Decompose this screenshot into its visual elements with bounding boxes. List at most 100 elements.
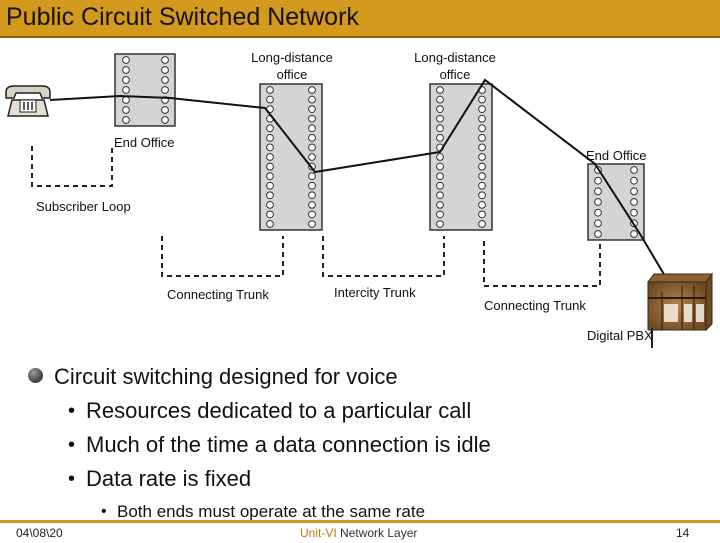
panel-port-icon — [308, 114, 316, 123]
panel-port-icon — [478, 153, 486, 161]
panel-port-icon — [308, 105, 316, 114]
panel-port-icon — [630, 230, 638, 238]
panel-port-icon — [478, 200, 486, 209]
panel-port-icon — [630, 208, 638, 217]
label-intercity-trunk: Intercity Trunk — [334, 285, 416, 300]
bullet-sub-1: • Resources dedicated to a particular ca… — [28, 394, 688, 428]
footer-date: 04\08\20 — [16, 526, 63, 540]
panel-port-icon — [478, 133, 486, 142]
network-diagram: Long-distance office Long-distance offic… — [5, 50, 713, 348]
bullet-mark: • — [68, 468, 76, 490]
page-number: 14 — [676, 526, 690, 540]
panel-port-icon — [266, 172, 274, 181]
bullet-mark: • — [68, 434, 76, 456]
bullet-dot-icon — [28, 368, 43, 383]
slide-title: Public Circuit Switched Network — [6, 3, 359, 31]
panel-port-icon — [266, 210, 274, 219]
label-long-distance-2-office: office — [440, 67, 471, 82]
panel-port-icon — [308, 172, 316, 181]
bullet-subsub-1: • Both ends must operate at the same rat… — [28, 498, 688, 526]
panel-port-icon — [478, 181, 486, 190]
call-path-line — [49, 78, 666, 277]
bullet-list: Circuit switching designed for voice • R… — [28, 360, 688, 526]
footer: 04\08\20 Unit-VI Network Layer 14 — [0, 520, 720, 543]
panel-port-icon — [436, 181, 444, 190]
panel-port-icon — [594, 176, 602, 185]
bullet-subsub-1-text: Both ends must operate at the same rate — [117, 502, 426, 521]
panel-port-icon — [266, 200, 274, 209]
panel-port-icon — [436, 191, 444, 200]
panel-port-icon — [478, 114, 486, 123]
panel-port-icon — [122, 96, 130, 104]
panel-port-icon — [161, 116, 169, 124]
panel-port-icon — [630, 198, 638, 206]
panel-port-icon — [594, 230, 602, 238]
bullet-main-text: Circuit switching designed for voice — [54, 364, 398, 389]
panel-port-icon — [122, 86, 130, 94]
panel-port-icon — [266, 153, 274, 161]
label-connecting-trunk-left: Connecting Trunk — [167, 287, 269, 302]
bullet-mark: • — [101, 503, 107, 520]
panel-port-icon — [630, 176, 638, 185]
panel-port-icon — [308, 220, 316, 228]
panel-port-icon — [436, 114, 444, 123]
panel-port-icon — [478, 143, 486, 152]
panel-port-icon — [436, 86, 444, 94]
panel-port-icon — [478, 162, 486, 171]
panel-port-icon — [436, 124, 444, 133]
panel-port-icon — [161, 86, 169, 94]
panel-port-icon — [594, 208, 602, 217]
panel-port-icon — [161, 66, 169, 74]
panel-port-icon — [478, 124, 486, 133]
panel-port-icon — [308, 181, 316, 190]
panel-port-icon — [122, 66, 130, 74]
panel-port-icon — [122, 116, 130, 124]
panel-port-icon — [308, 143, 316, 152]
panel-port-icon — [436, 210, 444, 219]
bullet-sub-2: • Much of the time a data connection is … — [28, 428, 688, 462]
panel-port-icon — [436, 105, 444, 114]
panel-port-icon — [478, 105, 486, 114]
footer-center: Unit-VI Network Layer — [300, 526, 417, 540]
panel-port-icon — [594, 187, 602, 196]
label-subscriber-loop: Subscriber Loop — [36, 199, 131, 214]
panel-port-icon — [266, 86, 274, 94]
panel-port-icon — [122, 106, 130, 114]
panel-port-icon — [308, 133, 316, 142]
panel-port-icon — [478, 220, 486, 228]
pbx-cabinet-icon — [647, 272, 713, 332]
panel-port-icon — [630, 166, 638, 174]
panel-port-icon — [266, 124, 274, 133]
panel-port-icon — [478, 95, 486, 104]
panel-port-icon — [122, 76, 130, 84]
footer-course: Network Layer — [336, 526, 418, 540]
label-long-distance-1-office: office — [277, 67, 308, 82]
panel-port-icon — [308, 200, 316, 209]
panel-port-icon — [266, 143, 274, 152]
panel-port-icon — [122, 56, 130, 64]
trunk-brackets — [31, 146, 601, 287]
footer-unit: Unit-VI — [300, 526, 337, 540]
panel-port-icon — [630, 187, 638, 196]
switch-panels — [114, 53, 645, 241]
panel-port-icon — [161, 56, 169, 64]
panel-port-icon — [161, 106, 169, 114]
label-long-distance-2: Long-distance — [414, 50, 496, 65]
panel-port-icon — [266, 220, 274, 228]
panel-port-icon — [436, 95, 444, 104]
panel-port-icon — [478, 191, 486, 200]
panel-port-icon — [266, 162, 274, 171]
panel-port-icon — [266, 181, 274, 190]
panel-port-icon — [436, 133, 444, 142]
panel-port-icon — [308, 95, 316, 104]
panel-port-icon — [594, 198, 602, 206]
bullet-main: Circuit switching designed for voice — [28, 360, 688, 394]
bullet-sub-2-text: Much of the time a data connection is id… — [86, 432, 491, 457]
bullet-sub-1-text: Resources dedicated to a particular call — [86, 398, 472, 423]
panel-port-icon — [436, 153, 444, 161]
bullet-sub-3-text: Data rate is fixed — [86, 466, 252, 491]
panel-port-icon — [266, 191, 274, 200]
telephone-icon — [5, 85, 51, 117]
label-end-office-right: End Office — [586, 148, 646, 163]
panel-port-icon — [436, 200, 444, 209]
